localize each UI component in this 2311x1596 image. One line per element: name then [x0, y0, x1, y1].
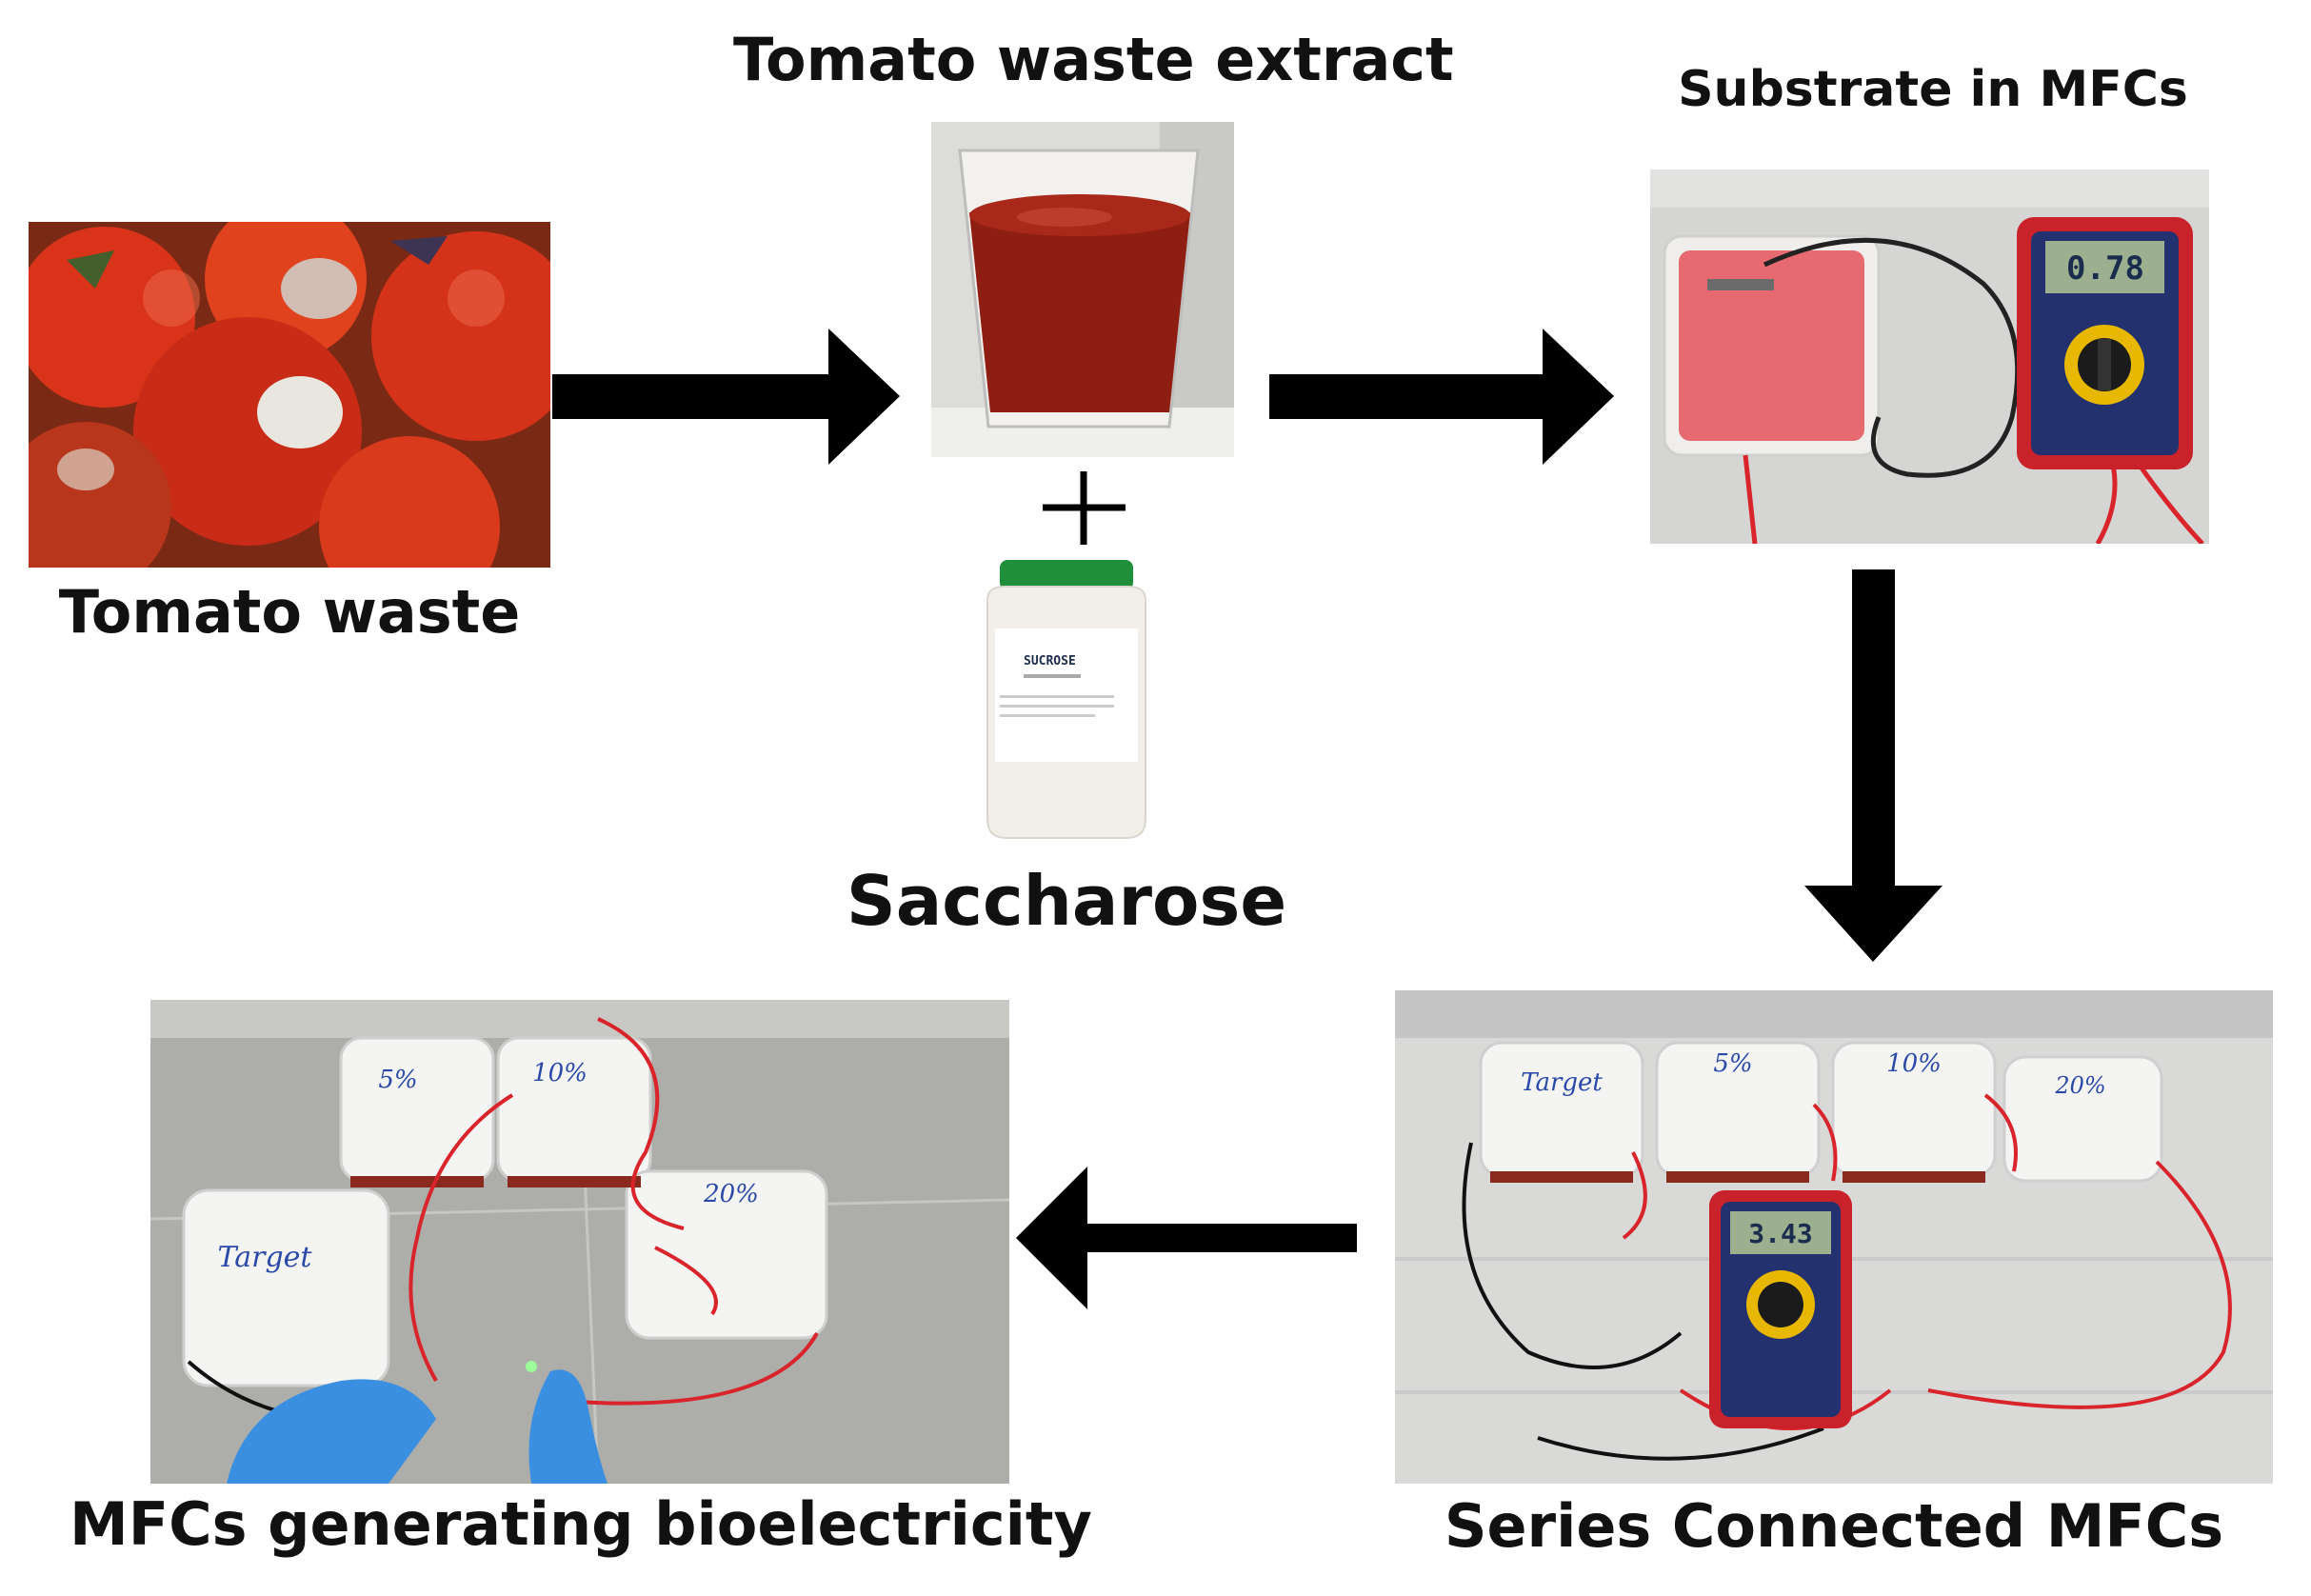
label-substrate: Substrate in MFCs: [1678, 61, 2188, 118]
generating-mfc-photo: 5% 10% 20% Target: [150, 1000, 1009, 1484]
series-box-20: 20%: [2054, 1072, 2105, 1099]
label-saccharose: Saccharose: [846, 861, 1287, 941]
label-series: Series Connected MFCs: [1444, 1491, 2224, 1561]
label-generating: MFCs generating bioelectricity: [70, 1489, 1092, 1559]
tomato-waste-photo: [29, 222, 550, 568]
arrow-left: [1016, 1167, 1357, 1309]
series-box-target: Target: [1521, 1068, 1603, 1097]
series-meter-reading: 3.43: [1748, 1218, 1812, 1249]
generating-box-10: 10%: [532, 1059, 588, 1087]
saccharose-jar-photo: SUCROSE: [966, 552, 1166, 846]
series-box-10: 10%: [1886, 1049, 1942, 1078]
label-tomato-extract: Tomato waste extract: [733, 25, 1454, 94]
substrate-mfc-photo: 0.78: [1650, 170, 2209, 544]
jar-label: SUCROSE: [1024, 654, 1076, 668]
arrow-right-1: [552, 329, 900, 465]
generating-box-target: Target: [218, 1241, 313, 1274]
generating-box-5: 5%: [378, 1066, 417, 1094]
plus-sign: [1043, 471, 1126, 545]
arrow-down: [1804, 569, 1942, 962]
series-box-5: 5%: [1713, 1049, 1752, 1078]
label-tomato-waste: Tomato waste: [58, 577, 521, 647]
generating-box-20: 20%: [703, 1180, 759, 1208]
arrow-right-2: [1269, 329, 1614, 465]
substrate-meter-reading: 0.78: [2066, 249, 2144, 288]
tomato-extract-photo: [931, 122, 1234, 457]
series-mfc-photo: Target 5% 10% 20% 3.43: [1395, 990, 2273, 1484]
